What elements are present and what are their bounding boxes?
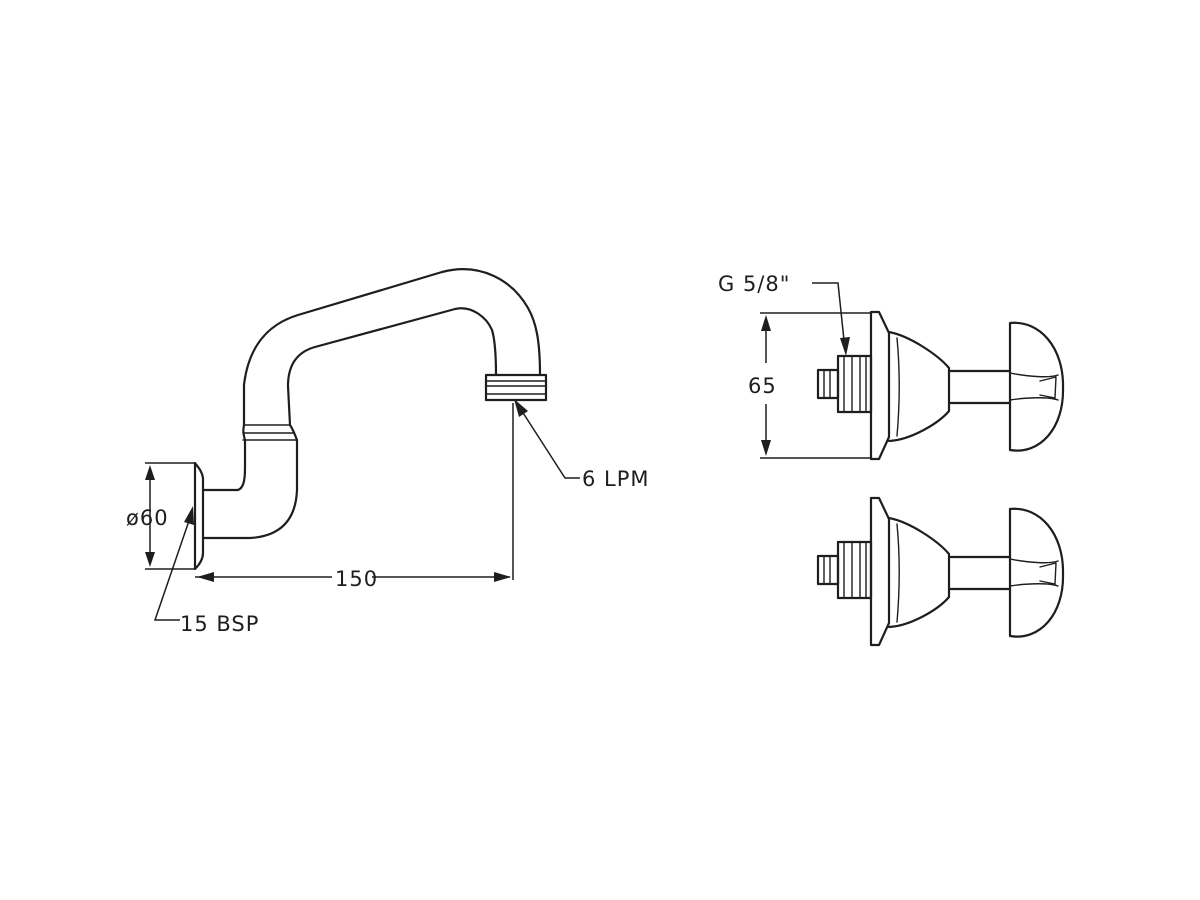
valve-thread-label: G 5/8"	[718, 272, 790, 296]
spout-outlet-bands	[485, 380, 547, 395]
spout-reach-dimension: 150	[195, 403, 514, 591]
tap-valve-bottom	[816, 496, 1065, 647]
valve-thread-leader: G 5/8"	[718, 272, 850, 356]
flange-diameter-dimension: ø60	[126, 462, 195, 570]
wall-spout	[193, 268, 548, 571]
spout-wall-flange	[193, 461, 205, 571]
tap-valve-top	[816, 310, 1065, 461]
spout-reach-label: 150	[335, 567, 378, 591]
spout-collar	[242, 424, 298, 441]
spout-outlet	[484, 373, 548, 402]
valve-height-label: 65	[748, 374, 777, 398]
inlet-thread-label: 15 BSP	[180, 612, 259, 636]
valve-height-dimension: 65	[748, 312, 871, 459]
spout-body-outline	[201, 268, 542, 492]
flow-rate-label: 6 LPM	[582, 467, 650, 491]
flange-diameter-label: ø60	[126, 506, 169, 530]
spout-body-inner	[201, 307, 498, 540]
inlet-thread-leader: 15 BSP	[153, 506, 259, 636]
flow-rate-leader: 6 LPM	[514, 399, 650, 491]
